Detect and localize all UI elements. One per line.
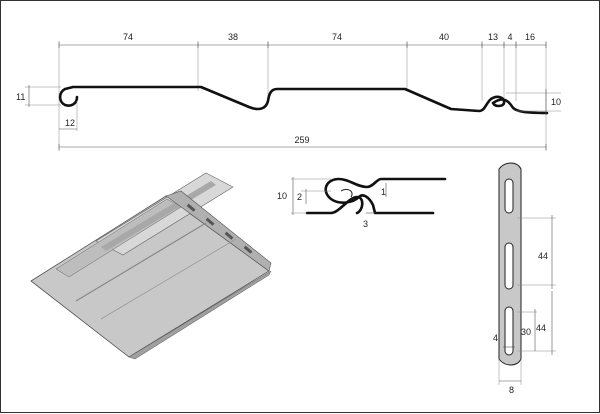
dim-left-hook: 12 xyxy=(65,118,75,128)
dim-top-6: 4 xyxy=(507,32,512,42)
siding-profile-line xyxy=(58,85,549,115)
dim-slot-length: 30 xyxy=(521,327,531,337)
dim-lock-d: 3 xyxy=(363,219,368,229)
dim-top-4: 40 xyxy=(439,32,449,42)
dim-right-height: 10 xyxy=(551,97,561,107)
lock-upper-profile xyxy=(324,177,447,215)
dim-lock-c: 1 xyxy=(381,187,386,197)
dim-top-5: 13 xyxy=(488,32,498,42)
panel-isometric-view xyxy=(30,172,272,360)
dim-pitch-2: 44 xyxy=(536,323,546,333)
slot-3 xyxy=(504,306,514,356)
dim-lock-a: 10 xyxy=(277,191,287,201)
dim-total: 259 xyxy=(294,135,309,145)
nail-strip-view: 44 44 30 4 8 xyxy=(493,162,556,395)
lock-lower-profile xyxy=(305,195,364,215)
lock-detail-view: 10 2 1 3 xyxy=(277,177,447,229)
dim-top-1: 74 xyxy=(123,32,133,42)
dim-left-height: 11 xyxy=(16,92,25,102)
slot-1 xyxy=(504,178,514,214)
dim-top-2: 38 xyxy=(228,32,238,42)
dim-lock-b: 2 xyxy=(297,192,302,202)
top-profile-view: 74 38 74 40 13 4 16 11 12 10 259 xyxy=(16,32,561,151)
dim-top-3: 74 xyxy=(332,32,342,42)
dim-pitch-1: 44 xyxy=(538,251,548,261)
dim-slot-width: 4 xyxy=(493,333,498,343)
dim-top-7: 16 xyxy=(525,32,535,42)
slot-2 xyxy=(504,242,514,290)
dim-strip-width: 8 xyxy=(509,385,514,395)
